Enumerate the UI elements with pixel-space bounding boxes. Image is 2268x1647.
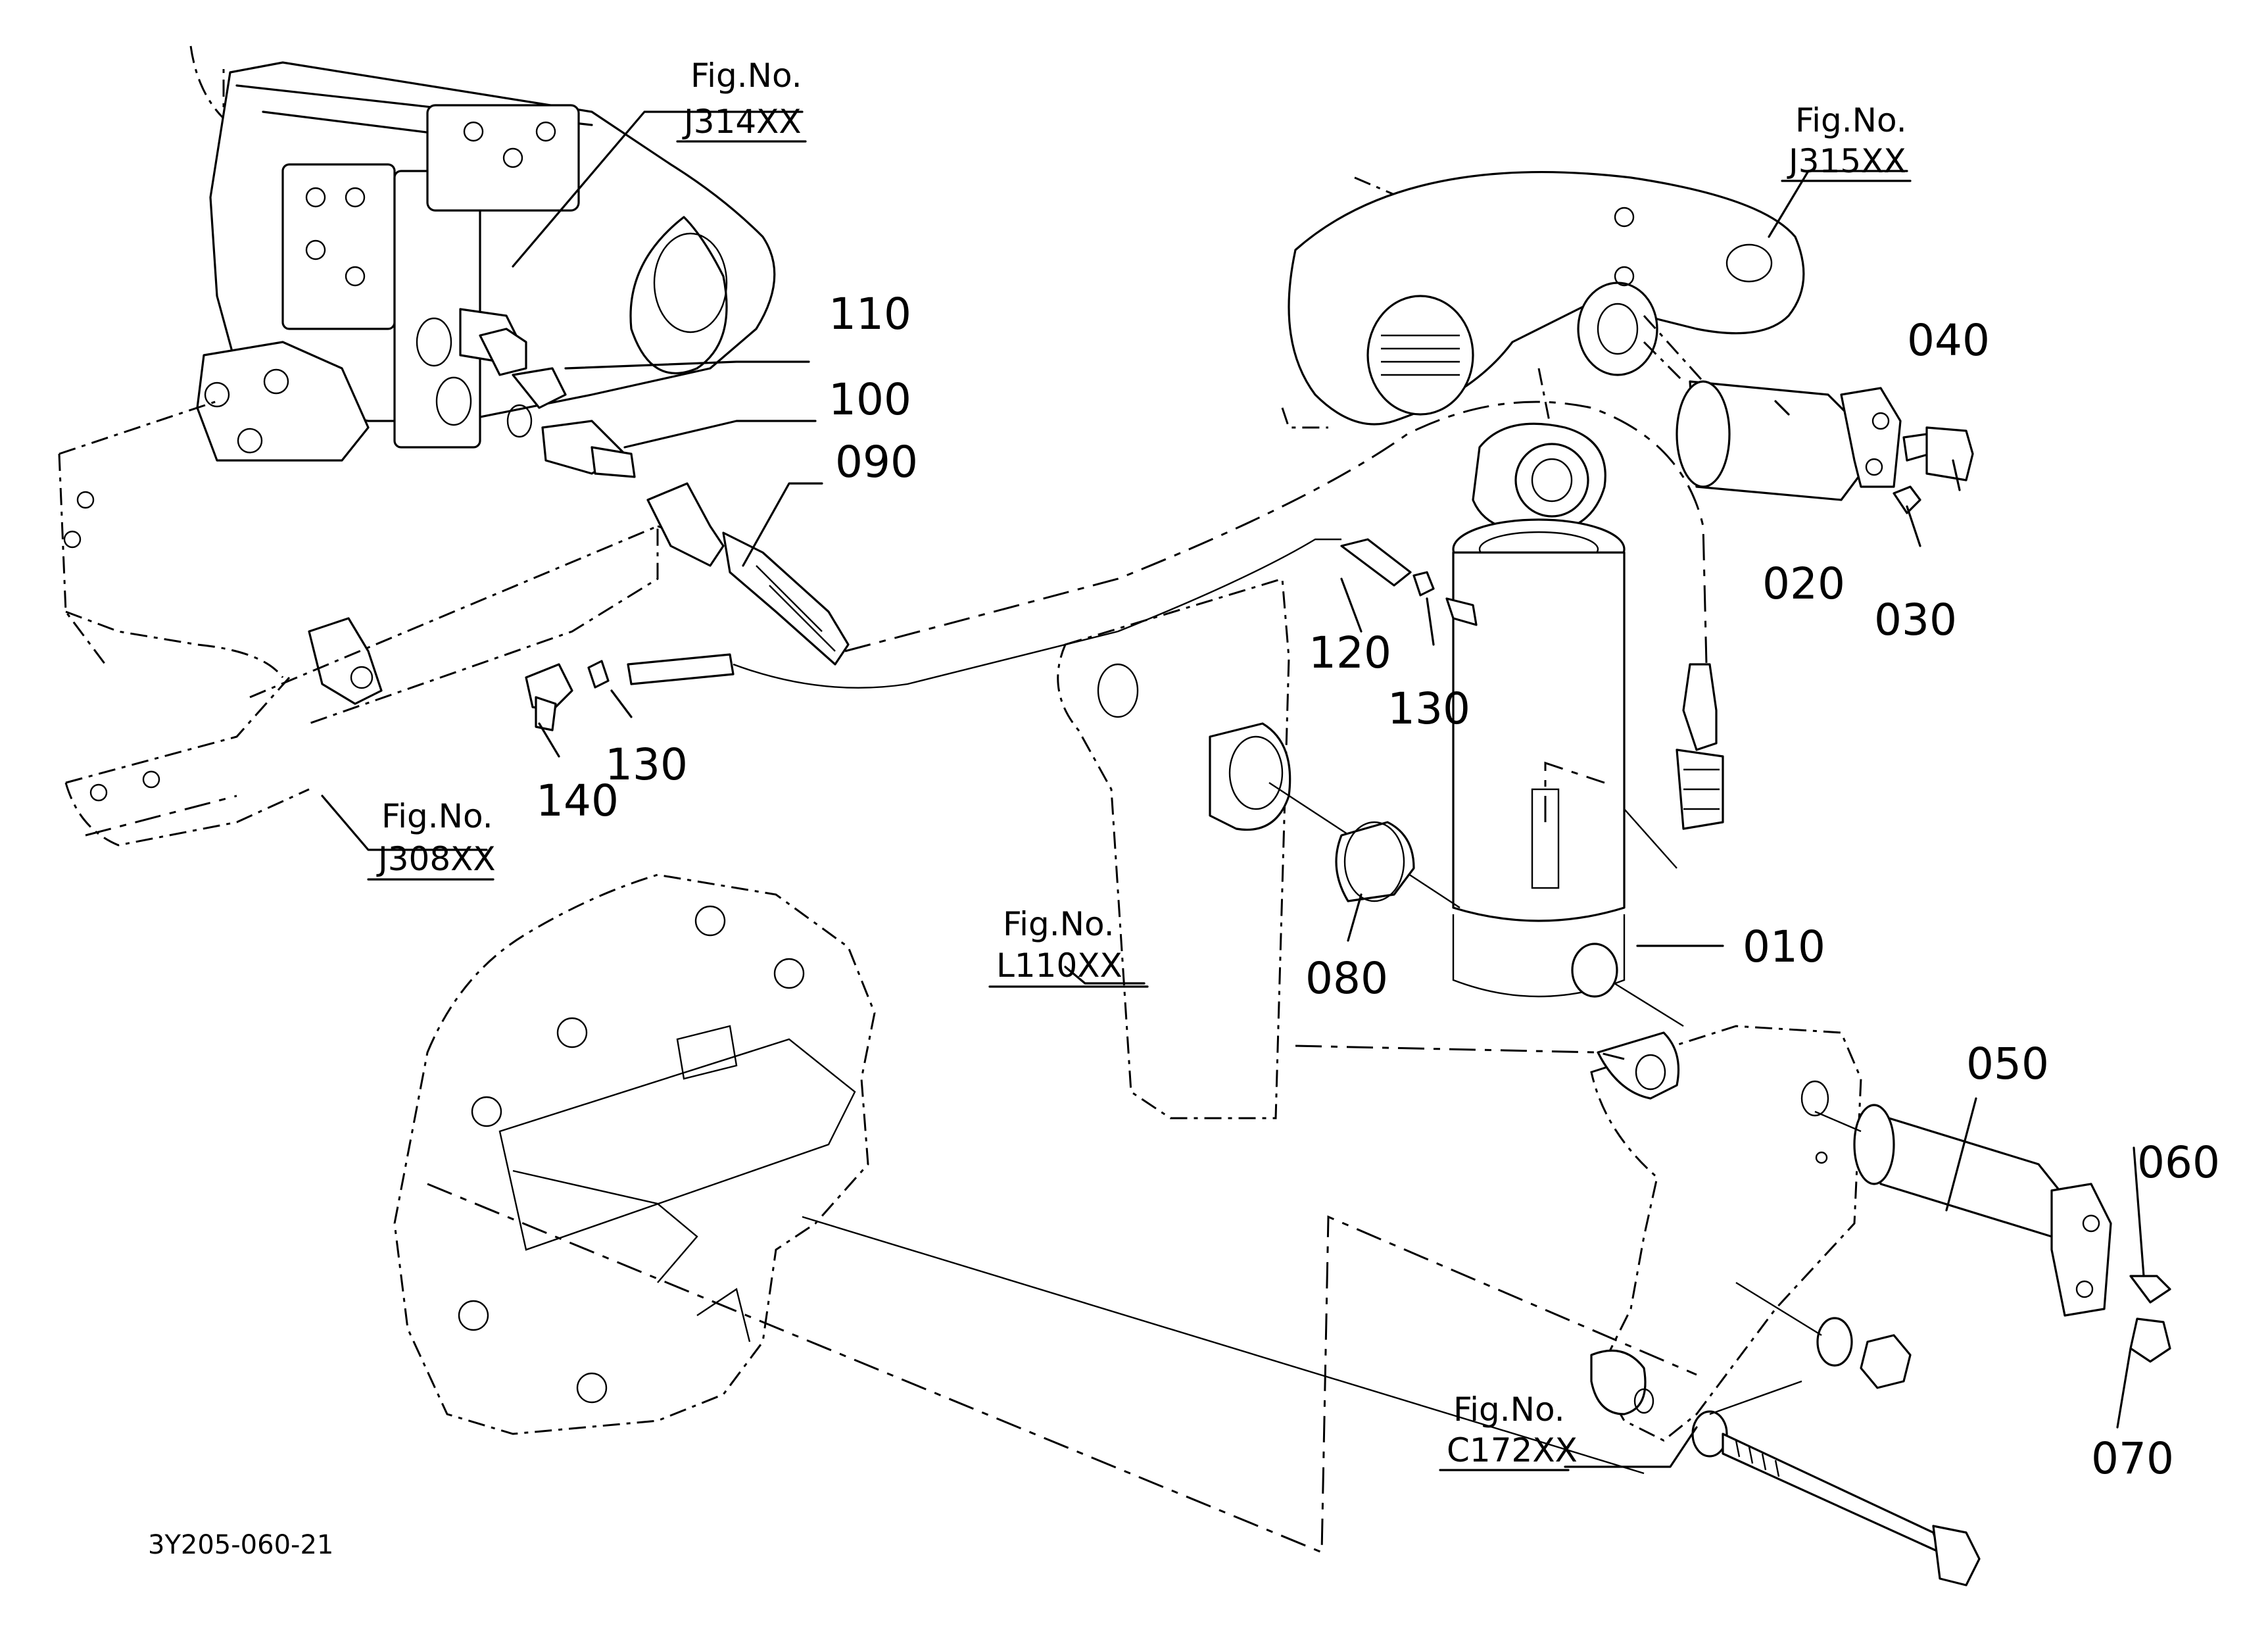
part-number-010: 010 xyxy=(1743,922,1825,972)
centerline-cylinder-bracket xyxy=(1614,982,1684,1027)
part-number-090: 090 xyxy=(835,437,918,487)
part-number-100: 100 xyxy=(829,374,911,425)
drawing-code: 3Y205-060-21 xyxy=(148,1530,333,1560)
centerline-pin-050 xyxy=(1814,1110,1862,1133)
figure-ref-l110xx[interactable]: Fig.No. L110XX xyxy=(988,905,1149,988)
centerline-housing-lower xyxy=(802,1216,1645,1475)
figure-ref-c172xx[interactable]: Fig.No. C172XX xyxy=(1439,1390,1578,1471)
figure-ref-j308xx-line2: J308XX xyxy=(376,840,496,878)
frame-plate-drawing xyxy=(1057,578,1460,1119)
part-number-070: 070 xyxy=(2091,1433,2174,1484)
part-number-120: 120 xyxy=(1309,627,1391,678)
lift-arm-drawing xyxy=(1281,170,1974,514)
figure-ref-j314xx-line1: Fig.No. xyxy=(690,57,802,95)
part-number-050: 050 xyxy=(1966,1039,2049,1089)
return-line xyxy=(733,538,1341,689)
figure-ref-j314xx-line2: J314XX xyxy=(682,103,802,141)
figure-ref-j315xx-line1: Fig.No. xyxy=(1795,101,1907,139)
figure-ref-j308xx[interactable]: Fig.No. J308XX xyxy=(367,797,496,881)
centerline-housing xyxy=(427,1183,1697,1554)
figure-ref-j308xx-line1: Fig.No. xyxy=(381,797,493,835)
part-number-130-valve: 130 xyxy=(605,739,688,790)
centerline-bolt xyxy=(1709,1281,1822,1415)
figure-ref-c172xx-line1: Fig.No. xyxy=(1453,1390,1565,1429)
part-number-020: 020 xyxy=(1762,558,1845,609)
leader-lines xyxy=(321,111,2145,1468)
part-number-030: 030 xyxy=(1874,595,1957,645)
figure-ref-j315xx-line2: J315XX xyxy=(1787,142,1906,180)
centerline-frame xyxy=(1295,1045,1625,1060)
figure-ref-l110xx-line1: Fig.No. xyxy=(1003,905,1115,943)
bracket-drawing xyxy=(1590,1025,2171,1586)
figure-ref-l110xx-line2: L110XX xyxy=(996,946,1122,985)
part-number-040: 040 xyxy=(1907,315,1990,366)
part-number-110: 110 xyxy=(829,289,911,339)
figure-ref-j314xx[interactable]: Fig.No. J314XX xyxy=(676,57,807,143)
figure-ref-j315xx[interactable]: Fig.No. J315XX xyxy=(1781,101,1912,182)
part-number-130-cylinder: 130 xyxy=(1387,683,1470,734)
part-number-140: 140 xyxy=(536,775,619,826)
valve-block-drawing xyxy=(58,45,850,847)
part-number-080: 080 xyxy=(1305,953,1388,1004)
transmission-housing-drawing xyxy=(393,873,876,1435)
figure-ref-c172xx-line2: C172XX xyxy=(1447,1431,1578,1469)
part-number-060: 060 xyxy=(2137,1137,2220,1188)
hose-route-line xyxy=(844,401,1708,665)
hydraulic-cylinder-drawing xyxy=(1340,368,1724,998)
